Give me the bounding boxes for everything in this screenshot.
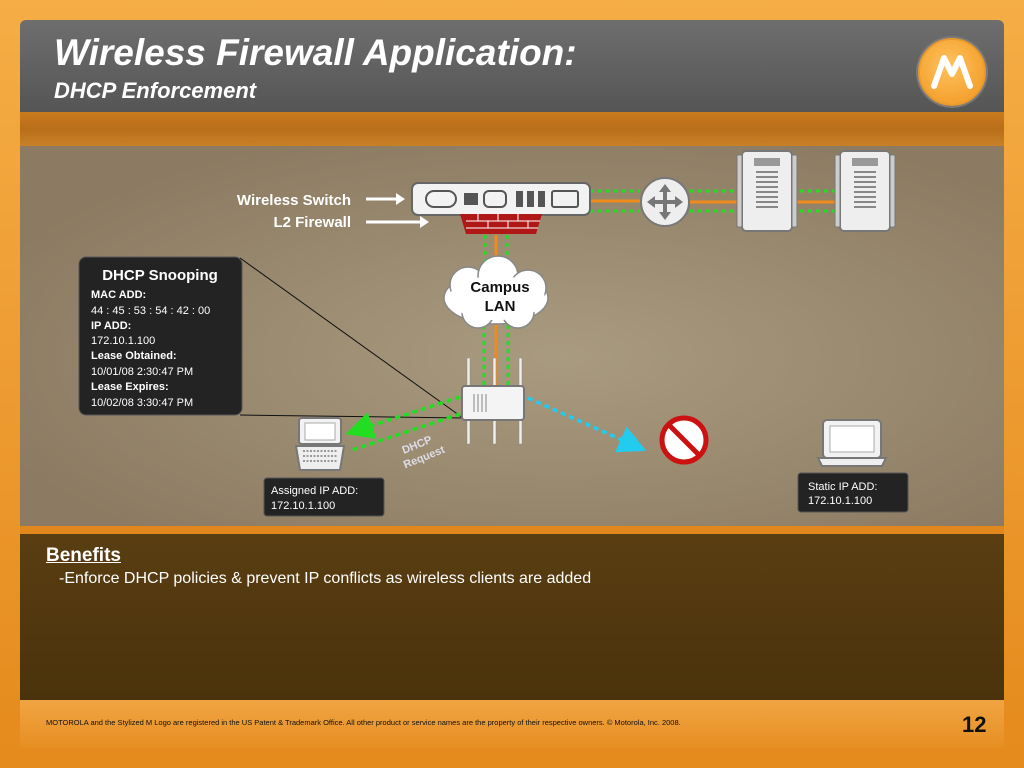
benefits-heading: Benefits [46, 545, 121, 566]
snooping-lease-expires-label: Lease Expires: [91, 381, 169, 393]
snooping-callout-line-bottom [239, 414, 464, 419]
snooping-lease-obtained-value: 10/01/08 2:30:47 PM [91, 366, 193, 378]
access-point-icon [461, 357, 525, 445]
slide-title: Wireless Firewall Application: [54, 32, 577, 73]
motorola-m-icon [931, 55, 973, 89]
l2-firewall-label: L2 Firewall [273, 214, 351, 231]
snooping-mac-value: 44 : 45 : 53 : 54 : 42 : 00 [91, 305, 210, 317]
static-ip-label: Static IP ADD: [808, 481, 878, 493]
slide-header: Wireless Firewall Application: DHCP Enfo… [20, 20, 1004, 112]
slide-subtitle: DHCP Enforcement [54, 78, 257, 103]
assigned-ip-label: Assigned IP ADD: [271, 485, 358, 497]
snooping-mac-label: MAC ADD: [91, 289, 146, 301]
router-icon [640, 177, 690, 227]
benefits-panel: Benefits -Enforce DHCP policies & preven… [20, 534, 1004, 700]
page-number: 12 [962, 712, 987, 737]
campus-lan-label-line2: LAN [485, 298, 516, 315]
wireless-switch-label: Wireless Switch [237, 192, 351, 209]
wireless-switch-icon [411, 182, 591, 216]
laptop-icon [816, 419, 888, 467]
snooping-ip-label: IP ADD: [91, 320, 131, 332]
benefits-item: -Enforce DHCP policies & prevent IP conf… [59, 570, 592, 587]
footer-bar: MOTOROLA and the Stylized M Logo are reg… [20, 700, 1004, 748]
campus-lan-label-line1: Campus [470, 279, 529, 296]
snooping-ip-value: 172.10.1.100 [91, 335, 155, 347]
snooping-callout-line [239, 257, 464, 419]
server-icon [736, 150, 798, 232]
server-icon [834, 150, 896, 232]
dhcp-snooping-panel: DHCP Snooping MAC ADD: 44 : 45 : 53 : 54… [78, 256, 243, 416]
static-ip-panel: Static IP ADD: 172.10.1.100 [797, 472, 909, 513]
firewall-icon [460, 214, 542, 234]
divider-strip [20, 526, 1004, 534]
prohibited-icon [659, 415, 709, 465]
assigned-ip-panel: Assigned IP ADD: 172.10.1.100 [263, 477, 385, 517]
l2-firewall-arrow-icon [366, 216, 429, 228]
footer-legal-text: MOTOROLA and the Stylized M Logo are reg… [46, 718, 681, 727]
cloud-icon [443, 255, 549, 329]
header-band [20, 112, 1004, 146]
wireless-switch-arrow-icon [366, 193, 405, 205]
dhcp-request-arrow [345, 395, 461, 439]
blocked-request-arrow [527, 396, 647, 453]
snooping-lease-expires-value: 10/02/08 3:30:47 PM [91, 397, 193, 409]
laptop-icon [294, 417, 346, 471]
motorola-logo-icon [918, 38, 986, 106]
assigned-ip-value: 172.10.1.100 [271, 500, 335, 512]
snooping-lease-obtained-label: Lease Obtained: [91, 350, 177, 362]
dhcp-request-arrow-lower [351, 412, 461, 452]
static-ip-value: 172.10.1.100 [808, 495, 872, 507]
snooping-title: DHCP Snooping [102, 267, 218, 284]
